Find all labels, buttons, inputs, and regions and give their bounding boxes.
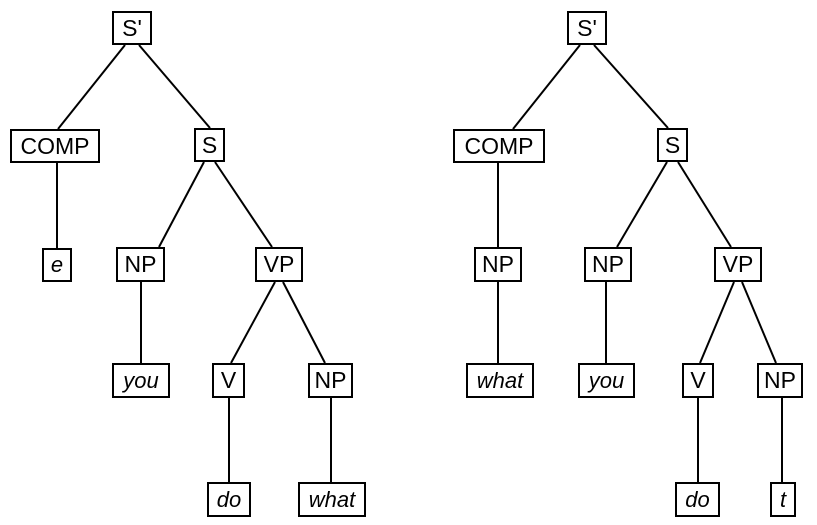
tree-edge-L-S-to-L-VP	[214, 161, 273, 248]
tree-node-L-S: S	[194, 128, 225, 162]
tree-edge-R-S-to-R-VP	[677, 161, 732, 248]
edges-group	[56, 44, 783, 482]
tree-edge-R-VP-to-R-V	[699, 281, 735, 364]
tree-node-R-t: t	[770, 482, 796, 517]
tree-edge-R-Sbar-to-R-COMP	[512, 44, 581, 130]
tree-edge-L-VP-to-L-NP2	[282, 281, 326, 364]
tree-node-L-do: do	[207, 482, 251, 517]
tree-node-R-COMP: COMP	[453, 129, 545, 163]
tree-node-L-what: what	[298, 482, 366, 517]
tree-edge-L-S-to-L-NP1	[158, 161, 205, 248]
tree-node-R-VP: VP	[714, 247, 762, 282]
tree-node-L-you: you	[112, 363, 170, 398]
tree-edge-R-S-to-R-NP1	[616, 161, 668, 248]
tree-edge-R-VP-to-R-NP2	[741, 281, 777, 364]
tree-node-R-what: what	[466, 363, 534, 398]
tree-edge-L-VP-to-L-V	[230, 281, 276, 364]
tree-node-R-NP0: NP	[474, 247, 522, 282]
tree-edge-L-Sbar-to-L-S	[138, 44, 211, 129]
tree-node-R-you: you	[578, 363, 635, 398]
tree-node-L-NP2: NP	[308, 363, 353, 398]
tree-node-R-do: do	[675, 482, 720, 517]
tree-node-L-NP1: NP	[116, 247, 165, 282]
tree-edge-R-Sbar-to-R-S	[593, 44, 669, 129]
tree-node-L-VP: VP	[255, 247, 303, 282]
tree-node-R-S: S	[657, 128, 688, 162]
tree-node-R-NP1: NP	[584, 247, 632, 282]
tree-node-R-V: V	[682, 363, 714, 398]
tree-edge-L-Sbar-to-L-COMP	[57, 44, 126, 130]
tree-node-L-Sbar: S'	[112, 11, 152, 45]
tree-node-R-NP2: NP	[757, 363, 803, 398]
tree-node-L-e: e	[42, 248, 72, 282]
tree-node-L-V: V	[212, 363, 245, 398]
tree-node-L-COMP: COMP	[10, 129, 100, 163]
tree-node-R-Sbar: S'	[567, 11, 607, 45]
